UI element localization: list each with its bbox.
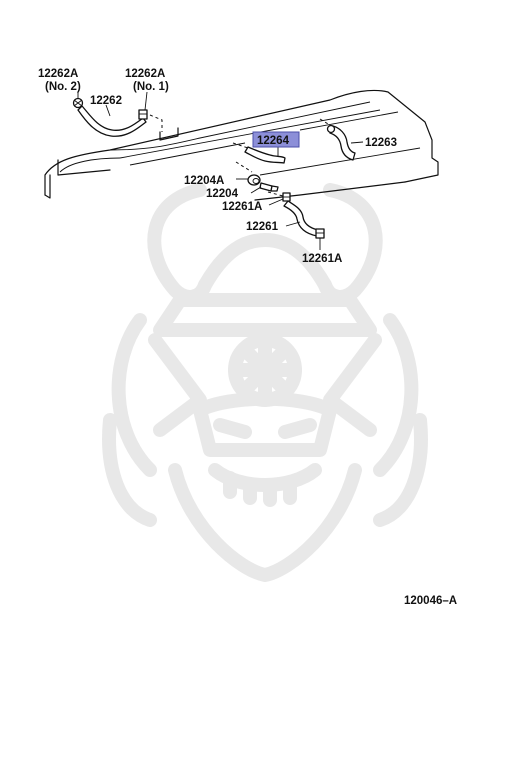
- hose-12264[interactable]: [244, 146, 286, 164]
- label-12262a-no2[interactable]: 12262A: [38, 68, 78, 80]
- clamp-12262a-no1[interactable]: [138, 109, 148, 120]
- label-12261a-upper[interactable]: 12261A: [222, 201, 262, 213]
- label-12261a-lower[interactable]: 12261A: [302, 253, 342, 265]
- highlight-box-12264: [252, 131, 300, 148]
- label-12262a-no1-sub: (No. 1): [133, 81, 169, 93]
- hose-12263[interactable]: [326, 124, 356, 161]
- label-12263[interactable]: 12263: [365, 137, 397, 149]
- cylinder-head-cover-outline: [44, 89, 439, 201]
- label-12262a-no1[interactable]: 12262A: [125, 68, 165, 80]
- label-12262[interactable]: 12262: [90, 95, 122, 107]
- clamp-12261a-upper[interactable]: [282, 192, 291, 202]
- leader-lines: [77, 91, 364, 250]
- label-12261[interactable]: 12261: [246, 221, 279, 233]
- label-12264[interactable]: 12264: [257, 135, 290, 147]
- grommet-12204a[interactable]: [247, 174, 261, 186]
- hose-12261[interactable]: [283, 200, 319, 237]
- part-labels: 12262A (No. 2) 12262A (No. 1) 12262 1226…: [38, 68, 397, 265]
- hose-12262[interactable]: [77, 105, 147, 137]
- clamp-12261a-lower[interactable]: [315, 228, 325, 239]
- label-12262a-no2-sub: (No. 2): [45, 81, 81, 93]
- pcv-valve-12204[interactable]: [259, 182, 279, 192]
- samurai-watermark-icon: [102, 183, 428, 582]
- label-12204a[interactable]: 12204A: [184, 175, 224, 187]
- label-12204[interactable]: 12204: [206, 188, 239, 200]
- clamp-12262a-no2[interactable]: [72, 97, 84, 109]
- figure-code: 120046–A: [404, 595, 457, 607]
